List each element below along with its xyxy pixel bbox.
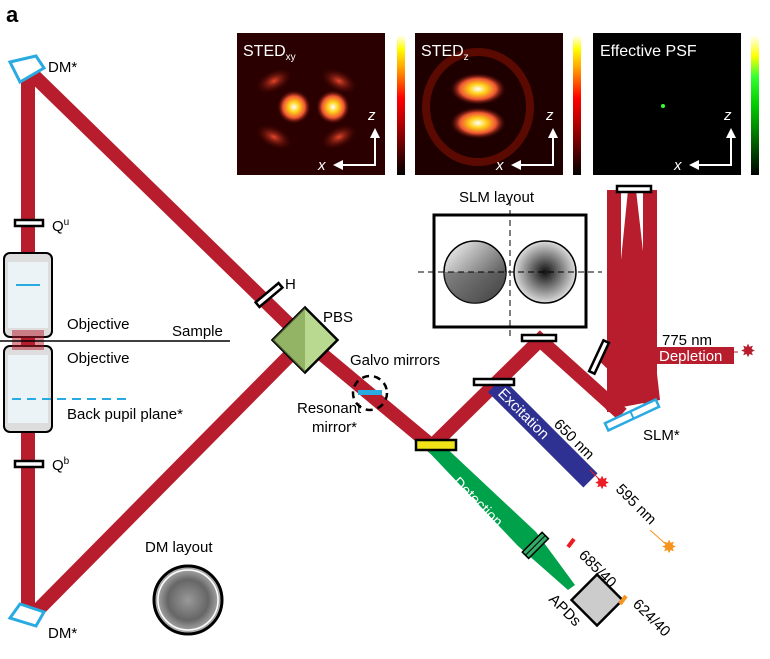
- q-upper-label: Qu: [52, 217, 69, 235]
- excitation-beam: Excitation: [487, 377, 598, 488]
- quarter-wave-plate-lower: [13, 459, 45, 469]
- psf-title-sted-z: STEDz: [421, 43, 469, 63]
- q-lower-label: Qb: [52, 456, 70, 474]
- axis-x-label: x: [495, 157, 504, 174]
- axis-z-label: z: [545, 107, 554, 124]
- objective-top: [3, 252, 53, 338]
- slm-layout-title: SLM layout: [459, 189, 535, 206]
- dm-top-label: DM*: [48, 59, 77, 76]
- dichroic-mirror-excitation: [472, 377, 516, 387]
- back-pupil-label: Back pupil plane*: [67, 406, 183, 423]
- excitation-laser-595-icon: ✸: [661, 537, 676, 557]
- panel-label: a: [6, 2, 19, 27]
- detection-filter: [521, 531, 550, 560]
- quarter-wave-plate-upper: [13, 218, 45, 228]
- objective-bottom: [3, 345, 53, 433]
- dm-layout-title: DM layout: [145, 539, 213, 556]
- mirror-top: [520, 333, 558, 343]
- excitation-label: Excitation: [494, 385, 552, 443]
- objective-top-label: Objective: [67, 316, 130, 333]
- sample-label: Sample: [172, 323, 223, 340]
- resonant-label-1: Resonant: [297, 400, 362, 417]
- detection-beam: [425, 442, 575, 590]
- resonant-label-2: mirror*: [312, 419, 357, 436]
- mirror-depletion: [587, 338, 611, 376]
- psf-title-effective: Effective PSF: [600, 43, 697, 60]
- filter-624-label: 624/40: [629, 596, 673, 640]
- depletion-converging-beam: [606, 190, 660, 410]
- pbs-label: PBS: [323, 309, 353, 326]
- psf-panel-effective: Effective PSF: [593, 33, 759, 175]
- deformable-mirror-bottom: [7, 602, 47, 628]
- slm-device: [603, 397, 661, 433]
- dm-bottom-label: DM*: [48, 625, 77, 642]
- psf-panel-sted-z: STEDz: [415, 33, 581, 175]
- half-wave-plate: [253, 281, 285, 309]
- depletion-label-bg: [656, 347, 734, 364]
- psf-title-sted-xy: STEDxy: [243, 43, 296, 63]
- h-label: H: [285, 276, 296, 293]
- pbs-cube: [270, 305, 340, 375]
- axis-z-label: z: [367, 107, 376, 124]
- objective-bottom-label: Objective: [67, 350, 130, 367]
- galvo-label: Galvo mirrors: [350, 352, 440, 369]
- depletion-label: Depletion: [659, 348, 722, 365]
- excitation-laser-650-icon: ✸: [594, 473, 609, 493]
- axis-x-label: x: [673, 157, 682, 174]
- deformable-mirror-top: [7, 54, 47, 85]
- galvo-mirrors-icon: [351, 374, 389, 412]
- depletion-wavelength: 775 nm: [662, 332, 712, 349]
- dichroic-mirror-yellow: [414, 438, 458, 452]
- slm-label: SLM*: [643, 427, 680, 444]
- psf-panel-sted-xy: STEDxy: [237, 33, 405, 175]
- filter-624-swatch: [618, 594, 628, 606]
- axis-x-label: x: [317, 157, 326, 174]
- filter-685-swatch: [566, 537, 576, 549]
- axis-z-label: z: [723, 107, 732, 124]
- axis-arrows: [333, 128, 736, 170]
- dm-layout-pattern: [152, 564, 224, 636]
- mirror-psf: [615, 184, 653, 194]
- resonant-mirror-icon: [358, 390, 382, 395]
- depletion-laser-icon: ✸: [740, 341, 755, 361]
- excitation-wavelength-595: 595 nm: [612, 481, 659, 528]
- apds-box: [569, 572, 625, 628]
